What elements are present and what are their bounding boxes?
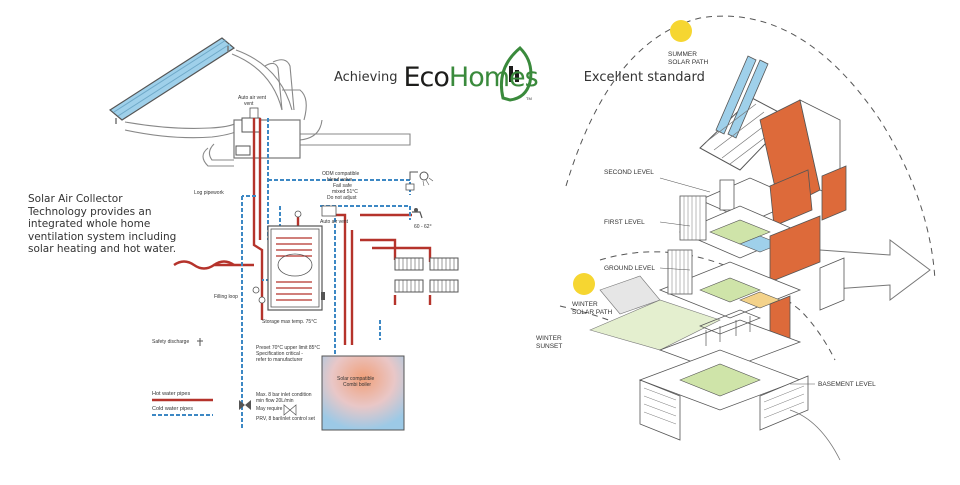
winter-sun-icon (573, 273, 595, 295)
legend-cold-label: Cold water pipes (152, 406, 193, 412)
ecohomes-banner: Achieving EcoHomes Excellent standard (334, 52, 705, 102)
pipe-legend: Hot water pipes Cold water pipes (152, 391, 213, 416)
ecohomes-logo-mark: TM (499, 45, 533, 102)
preset-label-3: refer to manufacturer (256, 357, 303, 363)
odm-valve-label-2: blend valve, (327, 177, 354, 183)
hot-water-cylinder (267, 225, 325, 311)
ecohomes-wordmark: EcoHomes (403, 61, 539, 93)
wordmark-homes: Homes (448, 61, 539, 93)
roof-solar-panel-2 (727, 59, 769, 139)
intro-paragraph: Solar Air Collector Technology provides … (28, 193, 177, 255)
tap-temp-label: 60 - 62° (414, 224, 432, 230)
basement-level: BASEMENT LEVEL (589, 299, 876, 461)
tap: 60 - 62° (412, 208, 432, 230)
radiators (394, 257, 459, 293)
pergola (699, 309, 761, 335)
safety-discharge-label: Safety discharge (152, 339, 189, 345)
summer-solar-path (565, 15, 936, 281)
terrace-area (589, 299, 721, 351)
plumbing-labels: Log pipework Filling loop Safety dischar… (152, 190, 320, 422)
shower-head (405, 171, 434, 191)
inlet-label-1: Max. 8 bar inlet condition (256, 392, 312, 398)
odm-valve-label-4: mixed 51°C (332, 189, 358, 195)
storage-temp-label: Storage max temp. 75°C (262, 319, 317, 325)
svg-text:vent: vent (244, 101, 254, 107)
summer-solar-label-1: SUMMER (668, 51, 697, 58)
log-pipework-label: Log pipework (194, 190, 224, 196)
second-level-label: SECOND LEVEL (604, 169, 654, 176)
solar-heating-schematic: Auto air vent vent (108, 37, 459, 431)
odm-valve-label-1: ODM compatible (322, 171, 359, 177)
air-ducts (124, 49, 411, 167)
second-level: SECOND LEVEL (604, 165, 847, 227)
preset-label-2: Specification critical - (256, 351, 303, 357)
wordmark-eco: Eco (403, 61, 449, 93)
filling-loop-label: Filling loop (214, 294, 238, 300)
roof-solar-panel-1 (715, 55, 757, 135)
auto-air-vent-tank-label: Auto air vent (320, 219, 349, 225)
blend-valve: ODM compatible blend valve, Fail safe mi… (294, 171, 359, 225)
exploded-house-diagram: SECOND LEVEL FIRST LEVEL GROUND LEVEL (536, 15, 936, 461)
preset-label-1: Preset 70°C upper limit 85°C (256, 345, 320, 351)
combi-boiler: Solar compatible Combi boiler (321, 355, 405, 431)
odm-valve-label-5: Do not adjust (327, 195, 357, 201)
prv-label: PRV, 8 bar/inlet control set (256, 416, 316, 422)
auto-air-vent-top-label: Auto air vent (238, 95, 267, 101)
winter-solar-path (599, 251, 836, 361)
ground-level-label: GROUND LEVEL (604, 265, 655, 272)
ground-level: GROUND LEVEL (599, 249, 845, 353)
summer-sun-icon (670, 20, 692, 42)
first-level: FIRST LEVEL (604, 195, 821, 283)
winter-solar-label-1: WINTER (572, 301, 598, 308)
first-level-label: FIRST LEVEL (604, 219, 645, 226)
winter-solar-label-2: SOLAR PATH (572, 309, 613, 316)
winter-sunset-label-2: SUNSET (536, 343, 562, 350)
banner-suffix: Excellent standard (583, 69, 705, 85)
winter-sunset-label-1: WINTER (536, 335, 562, 342)
solar-air-collector-panel (108, 37, 236, 124)
boiler-label-2: Combi boiler (343, 382, 371, 388)
legend-hot-label: Hot water pipes (152, 391, 190, 397)
basement-level-label: BASEMENT LEVEL (818, 381, 876, 388)
logo-tm: TM (526, 96, 532, 101)
direction-arrow (819, 239, 931, 301)
may-require-label: May require (256, 406, 283, 412)
odm-valve-label-3: Fail safe (333, 183, 352, 189)
auto-air-vent-top: Auto air vent vent (238, 95, 267, 119)
boiler-label-1: Solar compatible (337, 376, 374, 382)
banner-prefix: Achieving (334, 69, 398, 85)
inlet-label-2: min flow 20L/min (256, 398, 294, 404)
summer-solar-label-2: SOLAR PATH (668, 59, 709, 66)
